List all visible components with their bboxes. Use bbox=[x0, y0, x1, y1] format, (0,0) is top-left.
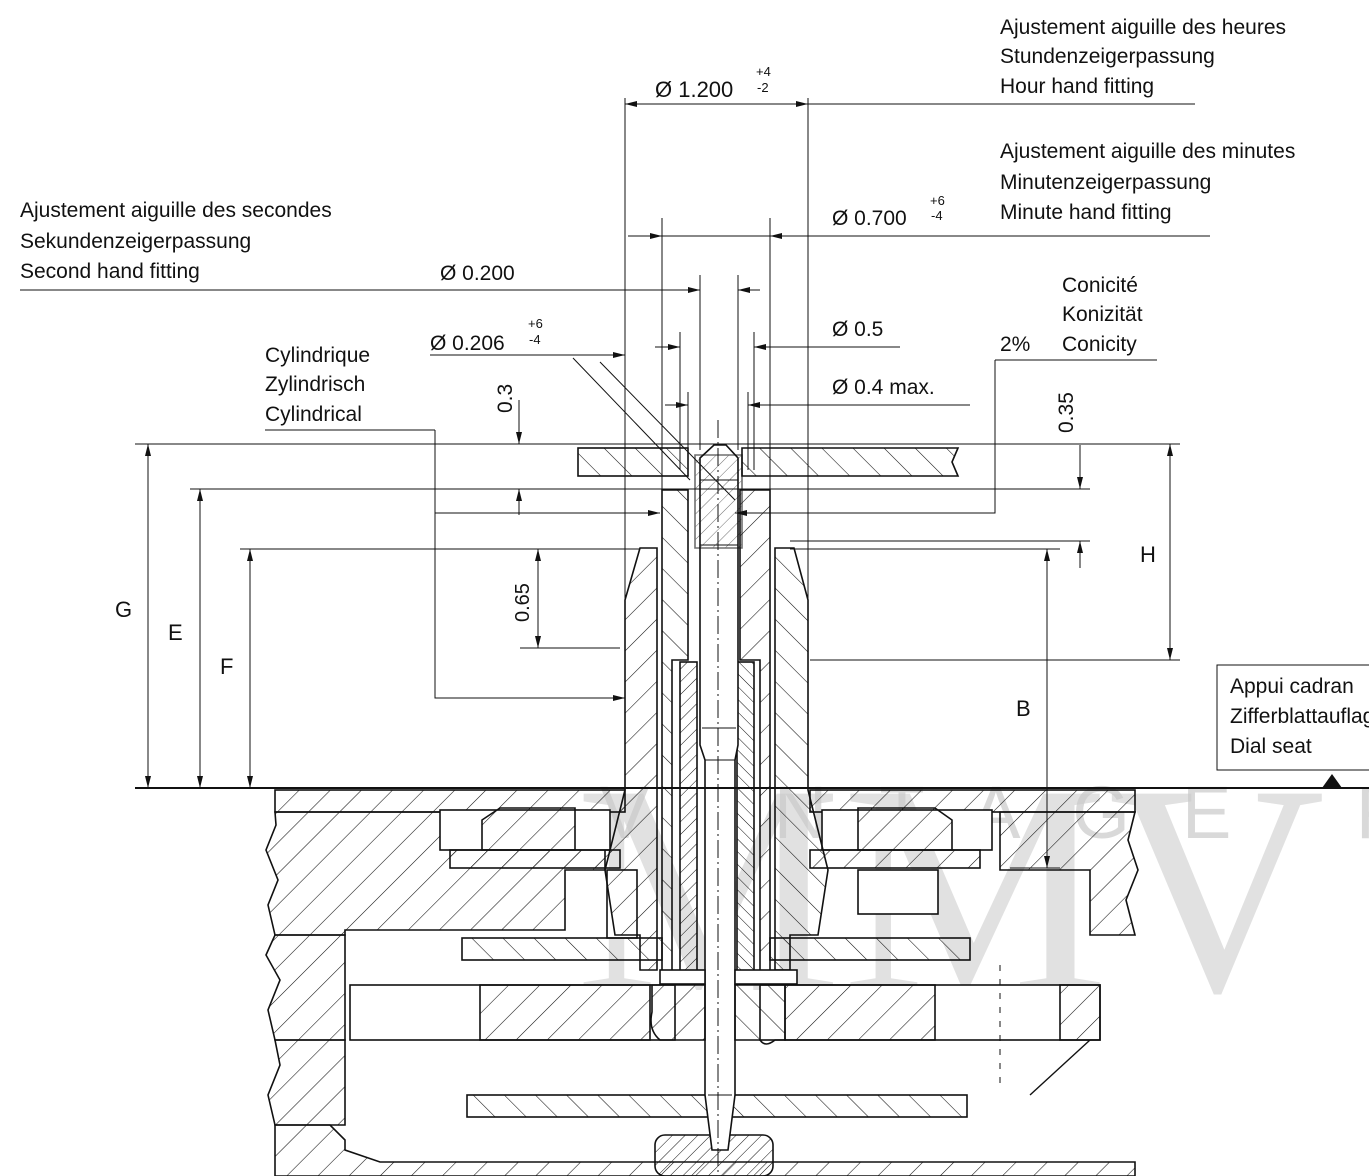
second-hand-left bbox=[577, 447, 689, 477]
dim-d1200-tol-upper: +4 bbox=[756, 64, 771, 79]
dim-03-text: 0.3 bbox=[494, 384, 517, 413]
second-hand-right bbox=[741, 447, 960, 477]
center-wheel-hub-right bbox=[734, 984, 786, 1045]
leader-d0206-a bbox=[572, 357, 691, 481]
cylindrical-leader bbox=[434, 430, 625, 701]
dim-d1200-tol-lower: -2 bbox=[757, 80, 769, 95]
minute-wheel-right bbox=[809, 849, 981, 869]
dim-d0700-tol-lower: -4 bbox=[931, 208, 943, 223]
center-wheel-right-cut bbox=[784, 984, 936, 1041]
bridge-right bbox=[857, 869, 939, 915]
center-arbor bbox=[699, 444, 739, 1151]
movement-section bbox=[265, 789, 1139, 1176]
conicity-value: 2% bbox=[1000, 333, 1030, 356]
lower-frame-curve bbox=[267, 1039, 346, 1126]
hands-section bbox=[577, 447, 960, 549]
dial-seat-fr: Appui cadran bbox=[1230, 675, 1354, 698]
height-E: E bbox=[168, 620, 183, 645]
dim-d04-text: Ø 0.4 max. bbox=[832, 376, 935, 399]
third-wheel-left bbox=[461, 937, 663, 961]
hour-label-fr: Ajustement aiguille des heures bbox=[1000, 16, 1286, 39]
center-wheel-right-end bbox=[1059, 984, 1101, 1041]
lower-frame-left bbox=[265, 934, 346, 1041]
dim-d0206-text: Ø 0.206 bbox=[430, 332, 505, 355]
center-wheel-collar-right bbox=[734, 969, 798, 985]
height-G: G bbox=[115, 597, 132, 622]
cannon-right bbox=[736, 661, 755, 979]
conicity-label-de: Konizität bbox=[1062, 303, 1143, 326]
dial-seat-de: Zifferblattauflage bbox=[1230, 705, 1369, 728]
hour-wheel-right-cut bbox=[857, 807, 953, 851]
dim-d1200-text: Ø 1.200 bbox=[655, 77, 733, 102]
reference-lines bbox=[135, 443, 1369, 869]
height-F: F bbox=[220, 654, 233, 679]
extension-lines bbox=[624, 98, 809, 600]
center-wheel-collar-left bbox=[659, 969, 706, 985]
dim-d05-text: Ø 0.5 bbox=[832, 318, 883, 341]
hour-wheel-left-cut bbox=[481, 807, 576, 851]
dimension-lines bbox=[20, 101, 1210, 868]
dial-seat-triangle bbox=[1322, 774, 1342, 788]
arbor-assembly bbox=[604, 420, 829, 1176]
hour-label-en: Hour hand fitting bbox=[1000, 75, 1154, 98]
cylindrical-label-en: Cylindrical bbox=[265, 403, 362, 426]
dial-seat-frame bbox=[1216, 664, 1369, 771]
second-label-en: Second hand fitting bbox=[20, 260, 200, 283]
bottom-plate bbox=[274, 1124, 1136, 1176]
dim-035-text: 0.35 bbox=[1055, 392, 1078, 433]
annotation-labels: Ajustement aiguille des heures Stundenze… bbox=[20, 16, 1295, 721]
dim-d0206-tol-upper: +6 bbox=[528, 316, 543, 331]
second-label-de: Sekundenzeigerpassung bbox=[20, 230, 251, 253]
dial-seat-box: Appui cadran Zifferblattauflage Dial sea… bbox=[1216, 664, 1369, 788]
height-H: H bbox=[1140, 542, 1156, 567]
third-wheel-right bbox=[769, 937, 971, 961]
plate-edge-line bbox=[1029, 1039, 1091, 1096]
hour-label-de: Stundenzeigerpassung bbox=[1000, 45, 1215, 68]
conicity-leader bbox=[735, 360, 996, 516]
cannon-left bbox=[679, 661, 698, 979]
minute-label-en: Minute hand fitting bbox=[1000, 201, 1172, 224]
dim-d0700-text: Ø 0.700 bbox=[832, 207, 907, 230]
minute-wheel-left bbox=[449, 849, 621, 869]
minute-label-de: Minutenzeigerpassung bbox=[1000, 171, 1211, 194]
cylindrical-label-de: Zylindrisch bbox=[265, 373, 365, 396]
minute-label-fr: Ajustement aiguille des minutes bbox=[1000, 140, 1295, 163]
dim-065-text: 0.65 bbox=[512, 583, 534, 622]
minute-hand-collar bbox=[694, 454, 743, 549]
height-B: B bbox=[1016, 696, 1031, 721]
dim-d0206-tol-lower: -4 bbox=[529, 332, 541, 347]
dial-seat-en: Dial seat bbox=[1230, 735, 1312, 758]
dim-d0200-text: Ø 0.200 bbox=[440, 262, 515, 285]
cylindrical-label-fr: Cylindrique bbox=[265, 344, 370, 367]
second-label-fr: Ajustement aiguille des secondes bbox=[20, 199, 332, 222]
center-wheel-hub-left bbox=[650, 984, 706, 1041]
hour-wheel-pipe-left bbox=[604, 547, 658, 971]
center-wheel-left-cut bbox=[479, 984, 651, 1041]
mainplate-right bbox=[999, 811, 1139, 936]
dim-d0700-tol-upper: +6 bbox=[930, 193, 945, 208]
leader-d0206-b bbox=[599, 361, 736, 501]
conicity-label-en: Conicity bbox=[1062, 333, 1137, 356]
conicity-label-fr: Conicité bbox=[1062, 274, 1138, 297]
